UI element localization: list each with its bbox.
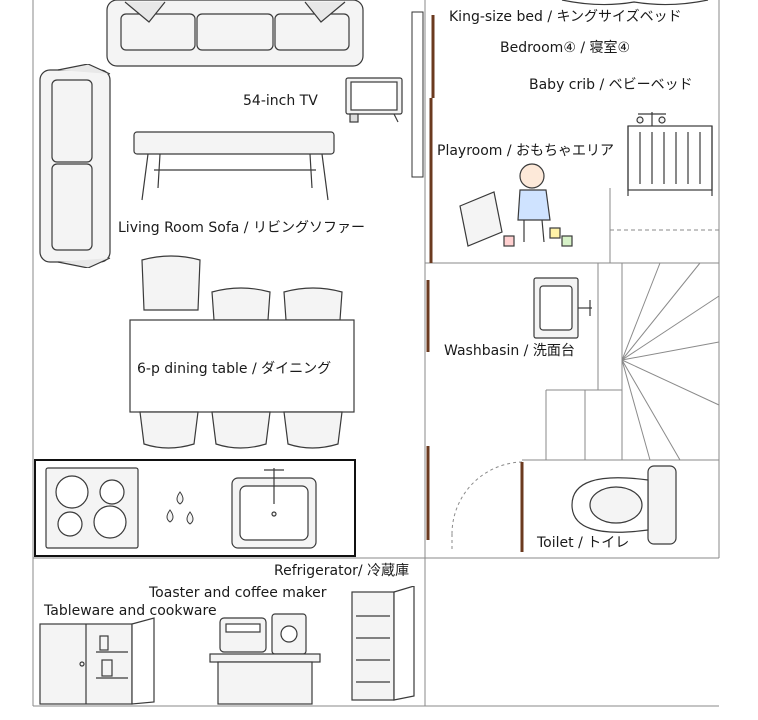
toilet-icon — [571, 465, 677, 545]
coffee-table — [133, 131, 335, 201]
king-bed-label: King-size bed / キングサイズベッド — [449, 9, 682, 25]
living-sofa-label: Living Room Sofa / リビングソファー — [118, 220, 365, 236]
toaster-coffee-icon — [209, 613, 321, 705]
bedroom-label: Bedroom④ / 寝室④ — [500, 40, 631, 56]
dish-soap-icon — [166, 491, 194, 525]
refrigerator-icon — [351, 586, 415, 701]
doors — [426, 15, 524, 552]
baby-crib-label: Baby crib / ベビーベッド — [529, 77, 693, 93]
tv-label: 54-inch TV — [243, 93, 318, 109]
toilet-label: Toilet / トイレ — [537, 535, 630, 551]
toys-icon — [459, 163, 573, 247]
tv-icon — [345, 77, 403, 123]
living-room-sofa-top — [106, 0, 364, 67]
refrigerator-label: Refrigerator/ 冷蔵庫 — [274, 563, 410, 579]
dining-table-label: 6-p dining table / ダイニング — [137, 361, 332, 377]
king-size-bed-edge — [561, 0, 709, 6]
kitchen-sink-icon — [231, 468, 317, 549]
washbasin-icon — [533, 277, 592, 339]
cooktop-icon — [45, 467, 139, 549]
tableware-cabinet-icon — [39, 617, 155, 705]
tableware-label: Tableware and cookware — [44, 603, 217, 619]
living-room-sofa-side — [39, 64, 111, 268]
dining-table-set — [129, 255, 355, 449]
toilet-door-swing — [451, 461, 523, 535]
kitchen-counter — [34, 459, 356, 557]
staircase — [545, 262, 720, 461]
baby-crib-icon — [627, 112, 713, 196]
sliding-door-panel — [411, 11, 424, 178]
washbasin-label: Washbasin / 洗面台 — [444, 343, 575, 359]
toaster-coffee-label: Toaster and coffee maker — [149, 585, 327, 601]
playroom-label: Playroom / おもちゃエリア — [437, 143, 615, 159]
